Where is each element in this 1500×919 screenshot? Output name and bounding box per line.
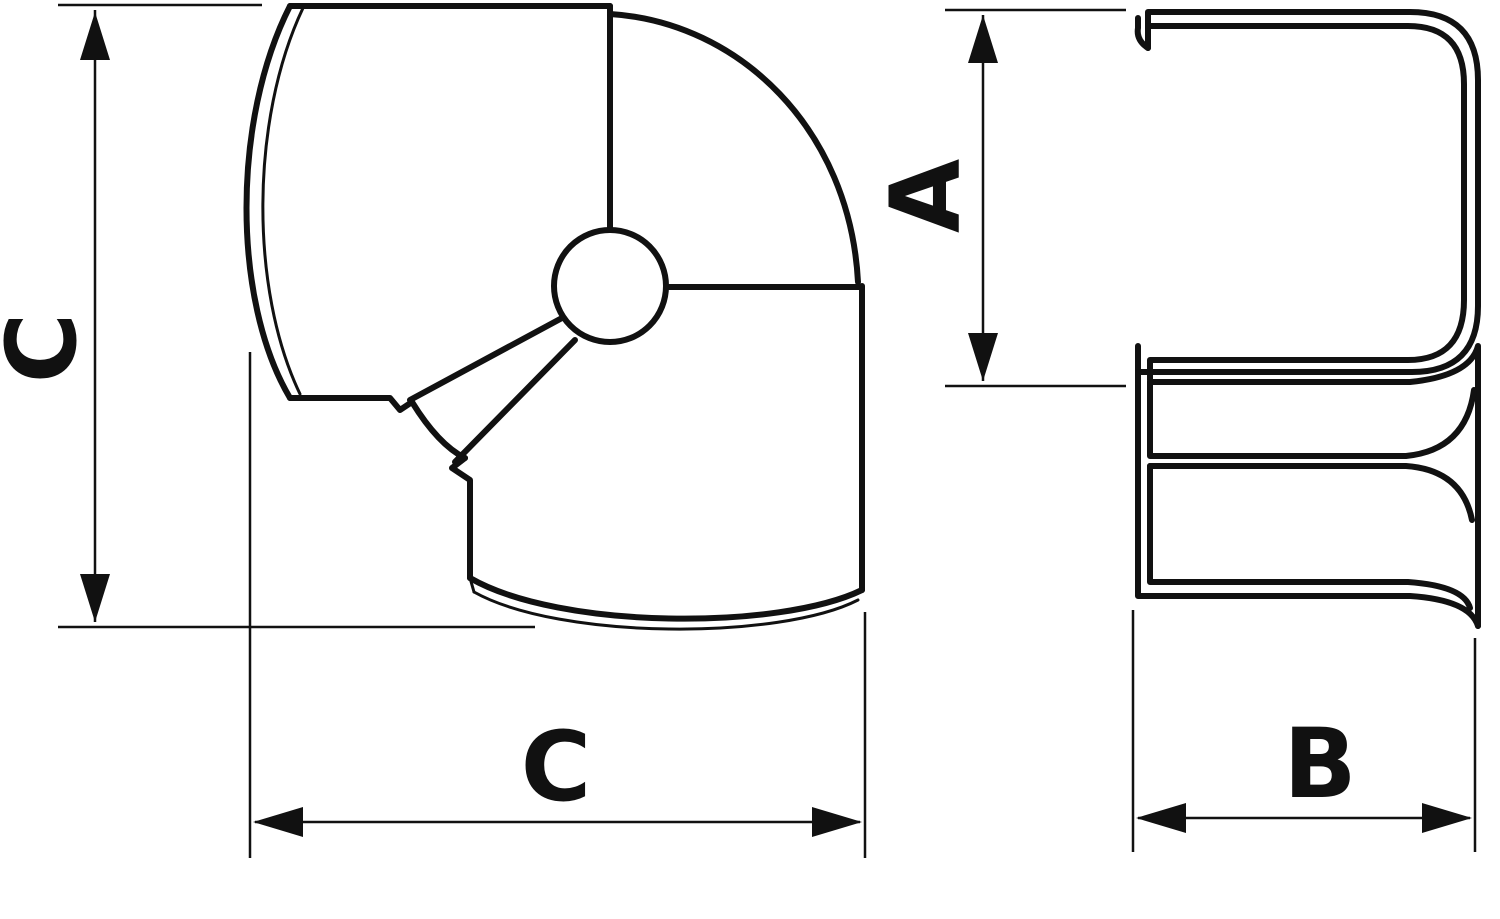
elbow-outer-curve — [607, 11, 861, 285]
arrow-down — [80, 574, 110, 622]
profile-lower-outer — [1135, 369, 1481, 629]
profile-lower-crease — [1147, 463, 1475, 523]
dimension-right-height: A — [870, 8, 1126, 388]
arrow-a-up — [968, 15, 998, 63]
dimension-left-height: C — [0, 3, 535, 629]
elbow-center-hub — [551, 227, 669, 345]
arrow-b-right — [1422, 803, 1472, 833]
elbow-diagonal-seam-lower — [452, 337, 578, 465]
arrow-a-down — [968, 333, 998, 381]
arrow-b-left — [1136, 803, 1186, 833]
dimension-bottom-width: C — [248, 352, 867, 858]
elbow-lower-notch — [449, 455, 473, 581]
elbow-diagonal-seam-upper — [407, 315, 565, 403]
profile-lower-right-curve — [1147, 343, 1481, 629]
side-profile-view — [1134, 9, 1481, 629]
arrow-left — [253, 807, 303, 837]
dimension-label-a: A — [870, 159, 982, 233]
elbow-left-cuff-inner — [261, 6, 305, 396]
dimension-label-bottom-c: C — [521, 711, 591, 823]
elbow-left-bottom-edge — [287, 395, 415, 413]
elbow-bottom-cuff-outer — [467, 575, 865, 622]
dimension-label-left-c: C — [0, 313, 98, 383]
profile-lower-inner — [1147, 463, 1473, 611]
profile-inner-upper — [1134, 15, 1467, 383]
arrow-up — [80, 12, 110, 60]
dimension-right-width: B — [1131, 610, 1477, 852]
elbow-left-cuff-outer — [243, 3, 293, 401]
profile-lower-middle-face — [1147, 379, 1477, 459]
elbow-bottom-cuff-inner — [472, 590, 860, 631]
arrow-right — [812, 807, 862, 837]
dimension-label-b: B — [1283, 708, 1356, 820]
profile-outer-upper — [1135, 9, 1481, 375]
elbow-bottom-cuff-end — [468, 576, 476, 594]
elbow-inner-arc — [409, 399, 468, 461]
elbow-fitting-view — [243, 3, 865, 631]
